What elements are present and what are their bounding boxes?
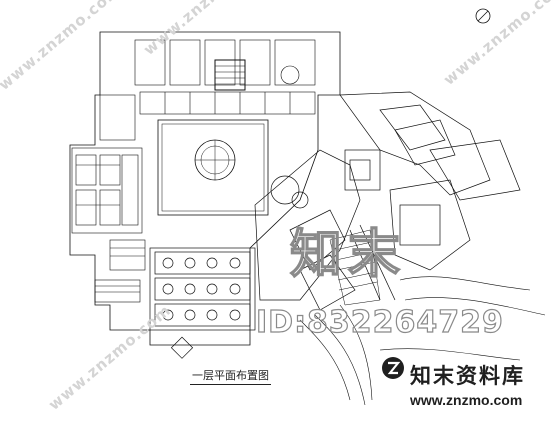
right-wing [339, 91, 521, 271]
brand-logo-watermark: 知末 [289, 224, 407, 286]
left-kitchen-block [71, 94, 146, 303]
brand-footer: 知末资料库 www.znzmo.com [376, 360, 546, 408]
north-arrow [475, 8, 491, 24]
mid-rooms [139, 91, 316, 115]
main-building-outline [69, 31, 341, 346]
angled-wing [254, 149, 396, 311]
drawing-title: 一层平面布置图 [190, 367, 271, 385]
brand-mark-icon [382, 357, 404, 379]
hatched-zone [329, 229, 381, 306]
dining-hall [149, 247, 256, 359]
brand-url: www.znzmo.com [410, 392, 523, 408]
top-rooms [134, 39, 316, 91]
landscape-contours [299, 276, 546, 406]
id-watermark: ID:832264729 [255, 304, 504, 340]
brand-name: 知末资料库 [410, 364, 525, 388]
central-lobby [157, 119, 269, 216]
